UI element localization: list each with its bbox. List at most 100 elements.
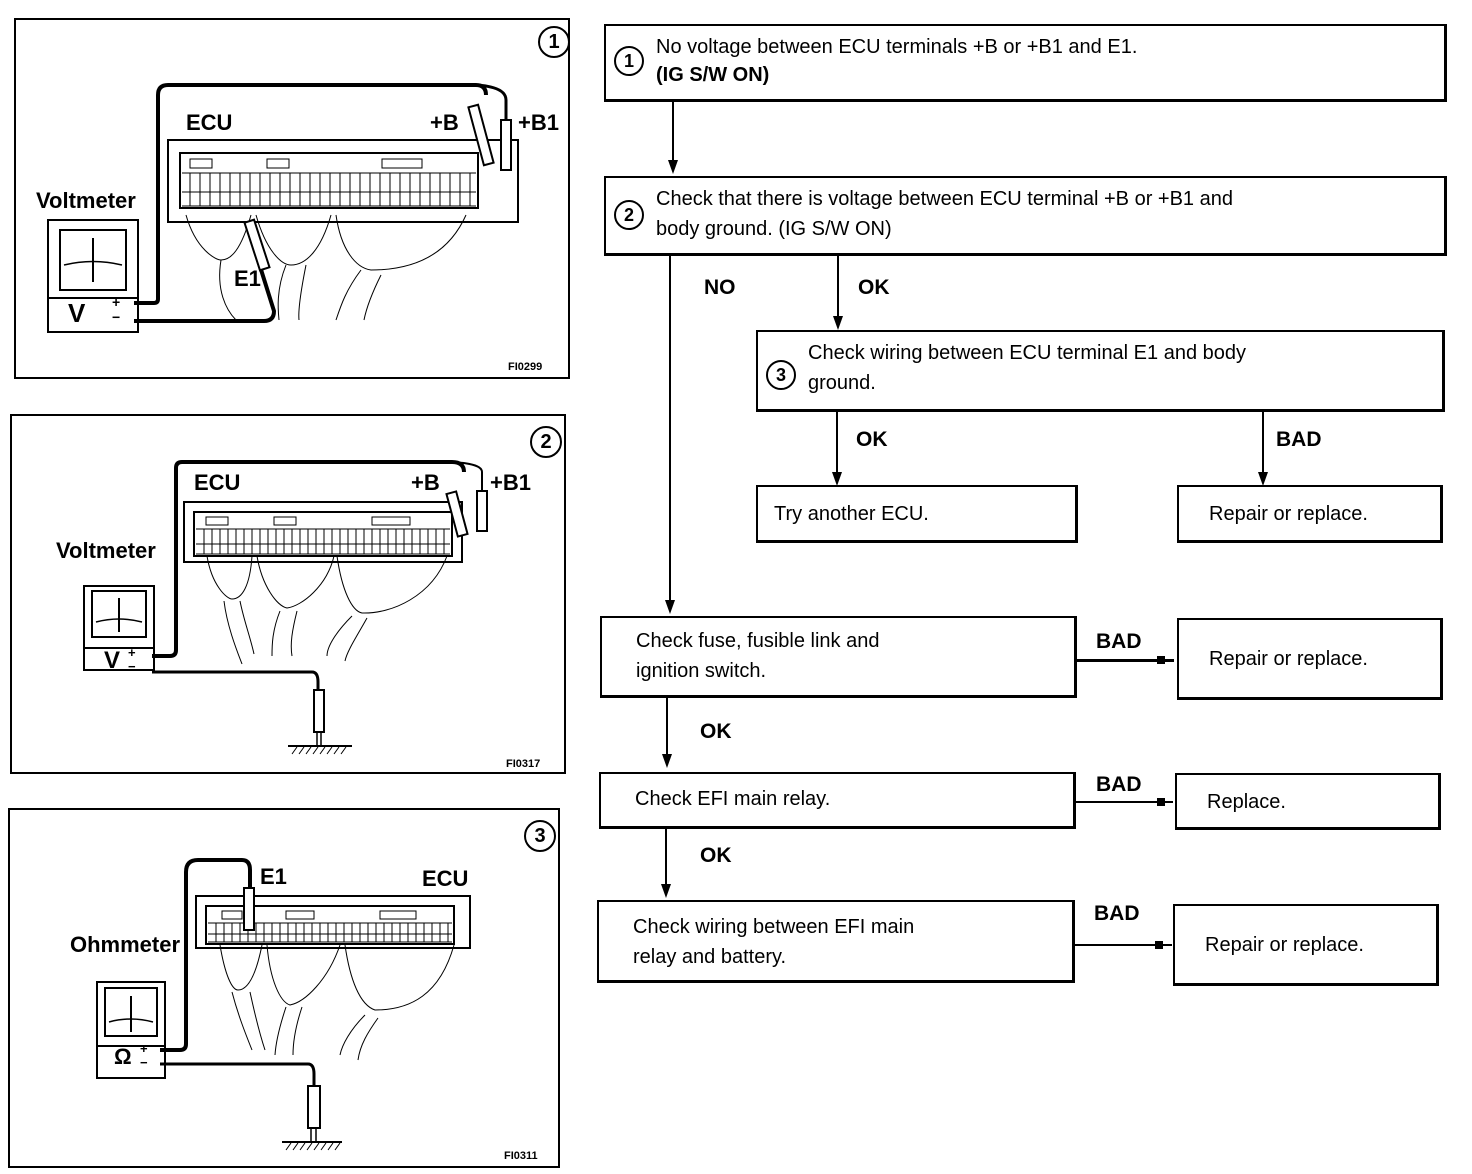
- voltmeter-device: [83, 585, 155, 671]
- connector-line: [672, 100, 674, 164]
- meter-terminals: +−: [112, 294, 121, 325]
- arrow-down-icon: [668, 160, 678, 174]
- step-2-box: 2 Check that there is voltage between EC…: [604, 176, 1447, 256]
- arrow-down-icon: [662, 754, 672, 768]
- meter-symbol: V: [68, 298, 86, 328]
- probe-label-b: +B: [430, 110, 459, 135]
- probe-label-b: +B: [411, 470, 440, 495]
- ground-probe: [307, 1085, 321, 1129]
- connector-line-bad: [1076, 659, 1174, 662]
- repair-text: Repair or replace.: [1205, 934, 1364, 956]
- branch-label-bad: BAD: [1276, 428, 1322, 451]
- try-another-ecu-text: Try another ECU.: [774, 503, 929, 525]
- figure-1-drawing: [47, 83, 519, 333]
- figure-2-panel: 2 ECU +B +B1 Voltmeter V +− FI0317: [10, 414, 566, 774]
- ohmmeter-device: [96, 981, 166, 1079]
- connector-pins: [208, 910, 452, 943]
- ecu-connector: [205, 905, 455, 945]
- step-number-badge: 1: [614, 46, 644, 76]
- repair-text: Repair or replace.: [1209, 503, 1368, 525]
- step-3-line-2: ground.: [808, 372, 876, 394]
- step-number-badge: 3: [766, 360, 796, 390]
- connector-line-no: [669, 254, 671, 604]
- positive-lead: [152, 460, 466, 658]
- figure-number-badge: 3: [524, 820, 556, 852]
- connector-line-bad: [1074, 944, 1172, 946]
- check-fuse-box: Check fuse, fusible link and ignition sw…: [600, 616, 1077, 698]
- meter-symbol: V: [104, 647, 121, 674]
- check-wiring-box: Check wiring between EFI main relay and …: [597, 900, 1075, 983]
- meter-terminals: +−: [128, 645, 136, 674]
- wire-harness: [206, 555, 448, 665]
- ground-probe-tip: [310, 1128, 317, 1142]
- ground-symbol-icon: [282, 1141, 342, 1151]
- repair-box-2: Repair or replace.: [1177, 618, 1443, 700]
- figure-3-drawing: [96, 858, 471, 1151]
- arrow-down-icon: [832, 472, 842, 486]
- ground-probe-tip: [316, 732, 322, 746]
- connector-dot-icon: [1155, 941, 1163, 949]
- ecu-connector: [193, 511, 453, 557]
- step-number-badge: 2: [614, 200, 644, 230]
- ground-symbol-icon: [288, 745, 352, 755]
- figure-3-panel: 3 E1 ECU Ohmmeter Ω +− FI0311: [8, 808, 560, 1168]
- connector-pins: [196, 516, 450, 555]
- step-3-box: 3 Check wiring between ECU terminal E1 a…: [756, 330, 1445, 412]
- arrow-down-icon: [833, 316, 843, 330]
- check-wiring-line-2: relay and battery.: [633, 946, 787, 968]
- branch-label-ok: OK: [856, 428, 888, 451]
- connector-pins: [182, 158, 476, 207]
- ecu-label: ECU: [194, 470, 241, 495]
- repair-box-3: Repair or replace.: [1173, 904, 1439, 986]
- connector-line-bad: [1262, 410, 1264, 476]
- probe-label-e1: E1: [234, 266, 261, 291]
- branch-label-ok: OK: [700, 844, 732, 867]
- branch-label-ok: OK: [858, 276, 890, 299]
- step-1-box: 1 No voltage between ECU terminals +B or…: [604, 24, 1447, 102]
- arrow-down-icon: [661, 884, 671, 898]
- positive-lead: [160, 858, 252, 1052]
- branch-label-bad: BAD: [1096, 773, 1142, 796]
- connector-line-ok: [836, 410, 838, 476]
- step-2-line-1: Check that there is voltage between ECU …: [656, 188, 1233, 210]
- probe-e1: [243, 887, 255, 931]
- probe-wire-b1: [455, 83, 508, 125]
- ecu-label: ECU: [186, 110, 233, 135]
- step-2-line-2: body ground. (IG S/W ON): [656, 218, 892, 240]
- probe-b: [445, 490, 469, 538]
- figure-number-badge: 1: [538, 26, 570, 58]
- meter-terminals: +−: [140, 1041, 148, 1070]
- negative-lead: [152, 670, 320, 691]
- check-fuse-line-1: Check fuse, fusible link and: [636, 630, 880, 652]
- probe-b1: [476, 490, 488, 532]
- repair-box-1: Repair or replace.: [1177, 485, 1443, 543]
- wire-harness: [219, 944, 455, 1061]
- connector-dot-icon: [1157, 656, 1165, 664]
- probe-b: [467, 103, 495, 167]
- probe-b1: [500, 119, 512, 171]
- negative-lead: [160, 1062, 316, 1085]
- ground-probe: [313, 689, 325, 733]
- connector-dot-icon: [1157, 798, 1165, 806]
- repair-text: Repair or replace.: [1209, 648, 1368, 670]
- ecu-label: ECU: [422, 866, 469, 891]
- probe-label-e1: E1: [260, 864, 287, 889]
- probe-label-b1: +B1: [518, 110, 559, 135]
- check-relay-text: Check EFI main relay.: [635, 788, 831, 810]
- connector-line-bad: [1075, 801, 1173, 803]
- probe-label-b1: +B1: [490, 470, 531, 495]
- connector-line-ok: [665, 828, 667, 888]
- meter-label: Voltmeter: [36, 188, 136, 213]
- figure-1-panel: 1 ECU +B +B1 E1 Voltmeter V +− FI0299: [14, 18, 570, 379]
- try-another-ecu-box: Try another ECU.: [756, 485, 1078, 543]
- meter-label: Voltmeter: [56, 538, 156, 563]
- step-3-line-1: Check wiring between ECU terminal E1 and…: [808, 342, 1246, 364]
- figure-number-badge: 2: [530, 426, 562, 458]
- ecu-body: [195, 895, 471, 949]
- step-1-line-2: (IG S/W ON): [656, 64, 770, 86]
- meter-symbol: Ω: [114, 1044, 132, 1069]
- step-1-line-1: No voltage between ECU terminals +B or +…: [656, 36, 1138, 58]
- check-wiring-line-1: Check wiring between EFI main: [633, 916, 915, 938]
- figure-2-drawing: [83, 460, 488, 755]
- meter-label: Ohmmeter: [70, 932, 181, 957]
